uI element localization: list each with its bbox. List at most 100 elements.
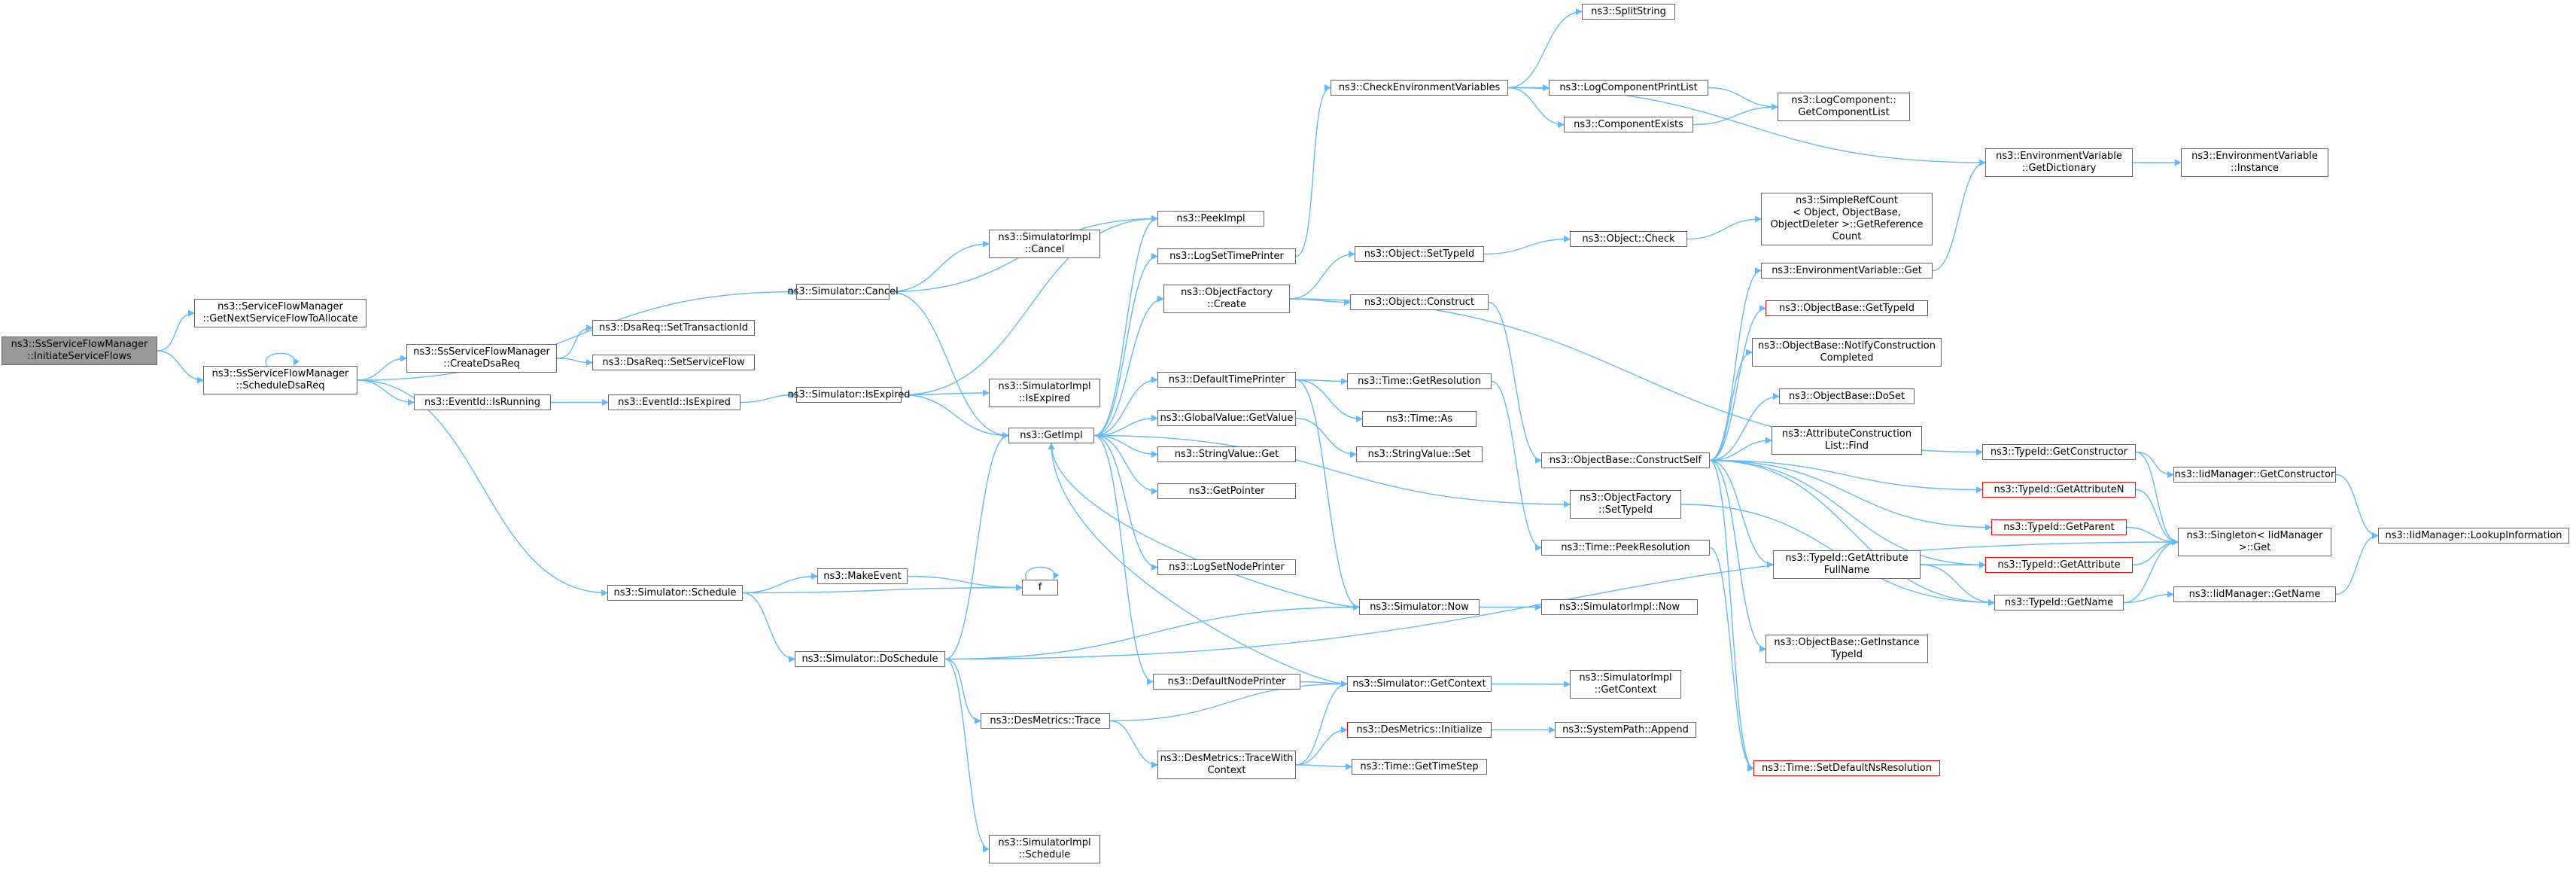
node-obgetinst[interactable]: ns3::ObjectBase::GetInstance TypeId: [1765, 635, 1928, 663]
edge-destrace-to-simgetctx: [1109, 681, 1348, 722]
node-createdsa[interactable]: ns3::SsServiceFlowManager ::CreateDsaReq: [406, 344, 557, 373]
node-logcompprint[interactable]: ns3::LogComponentPrintList: [1549, 80, 1708, 96]
edge-deftimeprinter-to-simnow: [1295, 379, 1360, 611]
edge-destracewith-to-simgetctx: [1295, 681, 1348, 766]
node-iidgetname[interactable]: ns3::IidManager::GetName: [2173, 586, 2336, 602]
node-typegetattr[interactable]: ns3::TypeId::GetAttribute: [1985, 557, 2133, 573]
node-gvgetvalue[interactable]: ns3::GlobalValue::GetValue: [1157, 410, 1296, 426]
node-typegetattrfull[interactable]: ns3::TypeId::GetAttribute FullName: [1773, 550, 1921, 579]
edge-scheduledsa-to-scheduledsa: [265, 352, 300, 367]
node-getpointer[interactable]: ns3::GetPointer: [1157, 483, 1296, 499]
node-timestep[interactable]: ns3::Time::GetTimeStep: [1352, 759, 1487, 775]
node-logsettime[interactable]: ns3::LogSetTimePrinter: [1157, 248, 1296, 264]
node-deftimeprinter[interactable]: ns3::DefaultTimePrinter: [1157, 372, 1296, 388]
edge-simisexpired-to-getimpl: [901, 394, 1009, 439]
node-obnotify[interactable]: ns3::ObjectBase::NotifyConstruction Comp…: [1752, 338, 1942, 367]
node-implgetctx[interactable]: ns3::SimulatorImpl ::GetContext: [1570, 670, 1681, 699]
node-envgetdict[interactable]: ns3::EnvironmentVariable ::GetDictionary: [1985, 148, 2133, 177]
node-iidlookup[interactable]: ns3::IidManager::LookupInformation: [2378, 528, 2569, 544]
node-typegetattrn[interactable]: ns3::TypeId::GetAttributeN: [1982, 482, 2136, 498]
edge-getimpl-to-defnodeprinter: [1093, 434, 1154, 685]
node-implcancel[interactable]: ns3::SimulatorImpl ::Cancel: [989, 230, 1100, 258]
node-sysappend[interactable]: ns3::SystemPath::Append: [1555, 722, 1696, 738]
node-attrfind[interactable]: ns3::AttributeConstruction List::Find: [1772, 426, 1922, 455]
node-obconstructself[interactable]: ns3::ObjectBase::ConstructSelf: [1541, 452, 1710, 468]
node-splitstring[interactable]: ns3::SplitString: [1582, 4, 1675, 20]
edge-typegetname-to-singleton: [2123, 538, 2179, 604]
node-destracewith[interactable]: ns3::DesMetrics::TraceWith Context: [1157, 751, 1296, 779]
node-settrans[interactable]: ns3::DsaReq::SetTransactionId: [592, 320, 755, 336]
node-implnow[interactable]: ns3::SimulatorImpl::Now: [1541, 599, 1698, 615]
node-implschedule[interactable]: ns3::SimulatorImpl ::Schedule: [989, 835, 1100, 863]
node-setdefns[interactable]: ns3::Time::SetDefaultNsResolution: [1753, 760, 1940, 776]
node-typegetparent[interactable]: ns3::TypeId::GetParent: [1991, 519, 2127, 535]
edge-envget-to-envgetdict: [1932, 159, 1986, 272]
node-timegetres[interactable]: ns3::Time::GetResolution: [1347, 373, 1492, 389]
node-simisexpired[interactable]: ns3::Simulator::IsExpired: [788, 387, 911, 403]
edge-doschedule-to-implschedule: [944, 658, 990, 853]
edge-initiate-to-scheduledsa: [157, 350, 204, 384]
node-doschedule[interactable]: ns3::Simulator::DoSchedule: [795, 651, 945, 667]
edge-typegetattrn-to-singleton: [2135, 489, 2179, 546]
node-makeevent[interactable]: ns3::MakeEvent: [817, 568, 908, 584]
edge-simschedule-to-doschedule: [742, 592, 795, 662]
node-logcompget[interactable]: ns3::LogComponent:: GetComponentList: [1778, 93, 1910, 121]
node-implisexpired[interactable]: ns3::SimulatorImpl ::IsExpired: [989, 379, 1100, 407]
node-singleton[interactable]: ns3::Singleton< IidManager >::Get: [2178, 528, 2331, 556]
edge-typegetctor-to-singleton: [2135, 451, 2179, 546]
node-defnodeprinter[interactable]: ns3::DefaultNodePrinter: [1153, 674, 1300, 690]
node-objfactcreate[interactable]: ns3::ObjectFactory ::Create: [1163, 285, 1290, 313]
node-objconstruct[interactable]: ns3::Object::Construct: [1350, 294, 1489, 310]
edge-obconstructself-to-obgettypeid: [1709, 305, 1766, 461]
node-objcheck[interactable]: ns3::Object::Check: [1570, 231, 1687, 247]
edge-obconstructself-to-envget: [1709, 267, 1762, 461]
node-peekimpl[interactable]: ns3::PeekImpl: [1157, 211, 1264, 227]
edge-doschedule-to-simnow: [944, 604, 1360, 660]
node-timeas[interactable]: ns3::Time::As: [1362, 411, 1477, 427]
node-iidgetctor[interactable]: ns3::IidManager::GetConstructor: [2173, 467, 2336, 483]
node-objsettypeid[interactable]: ns3::Object::SetTypeId: [1355, 246, 1484, 262]
edge-destrace-to-destracewith: [1109, 720, 1158, 769]
edge-scheduledsa-to-createdsa: [357, 355, 407, 381]
node-evrunning[interactable]: ns3::EventId::IsRunning: [414, 394, 551, 410]
node-logsetnode[interactable]: ns3::LogSetNodePrinter: [1157, 559, 1296, 575]
edge-getimpl-to-strvalget: [1093, 434, 1158, 458]
edge-simisexpired-to-peekimpl: [901, 215, 1158, 396]
node-destrace[interactable]: ns3::DesMetrics::Trace: [981, 713, 1110, 729]
node-srcref[interactable]: ns3::SimpleRefCount < Object, ObjectBase…: [1761, 193, 1933, 245]
node-getnextsf[interactable]: ns3::ServiceFlowManager ::GetNextService…: [194, 299, 366, 327]
node-simschedule[interactable]: ns3::Simulator::Schedule: [607, 585, 743, 601]
edge-deftimeprinter-to-timeas: [1295, 379, 1363, 422]
edge-simisexpired-to-implisexpired: [901, 389, 990, 397]
node-simgetctx[interactable]: ns3::Simulator::GetContext: [1347, 676, 1492, 692]
node-envinstance[interactable]: ns3::EnvironmentVariable ::Instance: [2181, 148, 2328, 177]
edge-scheduledsa-to-evrunning: [357, 379, 415, 406]
edge-timegetres-to-timepeekres: [1491, 380, 1542, 551]
node-compexists[interactable]: ns3::ComponentExists: [1564, 117, 1693, 132]
edge-simschedule-to-f: [742, 584, 1023, 594]
node-scheduledsa[interactable]: ns3::SsServiceFlowManager ::ScheduleDsaR…: [203, 366, 357, 394]
node-desinit[interactable]: ns3::DesMetrics::Initialize: [1347, 722, 1492, 738]
node-typegetname[interactable]: ns3::TypeId::GetName: [1994, 595, 2124, 611]
edge-simcancel-to-implcancel: [889, 240, 990, 293]
node-f[interactable]: f: [1022, 580, 1058, 595]
node-getimpl[interactable]: ns3::GetImpl: [1008, 428, 1094, 443]
node-evexpired[interactable]: ns3::EventId::IsExpired: [608, 394, 741, 410]
node-checkenv[interactable]: ns3::CheckEnvironmentVariables: [1331, 80, 1508, 96]
node-simnow[interactable]: ns3::Simulator::Now: [1359, 599, 1480, 615]
node-obgettypeid[interactable]: ns3::ObjectBase::GetTypeId: [1765, 300, 1928, 316]
node-strvalset[interactable]: ns3::StringValue::Set: [1356, 446, 1483, 462]
node-strvalget[interactable]: ns3::StringValue::Get: [1157, 446, 1296, 462]
node-obdoset[interactable]: ns3::ObjectBase::DoSet: [1779, 388, 1915, 404]
edge-objfactcreate-to-objsettypeid: [1289, 251, 1355, 300]
node-timepeekres[interactable]: ns3::Time::PeekResolution: [1541, 540, 1710, 556]
edge-typegetname-to-iidgetname: [2123, 591, 2174, 604]
node-objfactsettype[interactable]: ns3::ObjectFactory ::SetTypeId: [1570, 490, 1681, 519]
node-setsf[interactable]: ns3::DsaReq::SetServiceFlow: [592, 355, 755, 370]
node-typegetctor[interactable]: ns3::TypeId::GetConstructor: [1982, 444, 2136, 460]
edge-getimpl-to-deftimeprinter: [1093, 376, 1158, 437]
edge-checkenv-to-compexists: [1507, 87, 1565, 128]
node-envget[interactable]: ns3::EnvironmentVariable::Get: [1761, 263, 1933, 279]
edge-getimpl-to-gvgetvalue: [1093, 415, 1158, 437]
node-simcancel[interactable]: ns3::Simulator::Cancel: [787, 284, 899, 300]
